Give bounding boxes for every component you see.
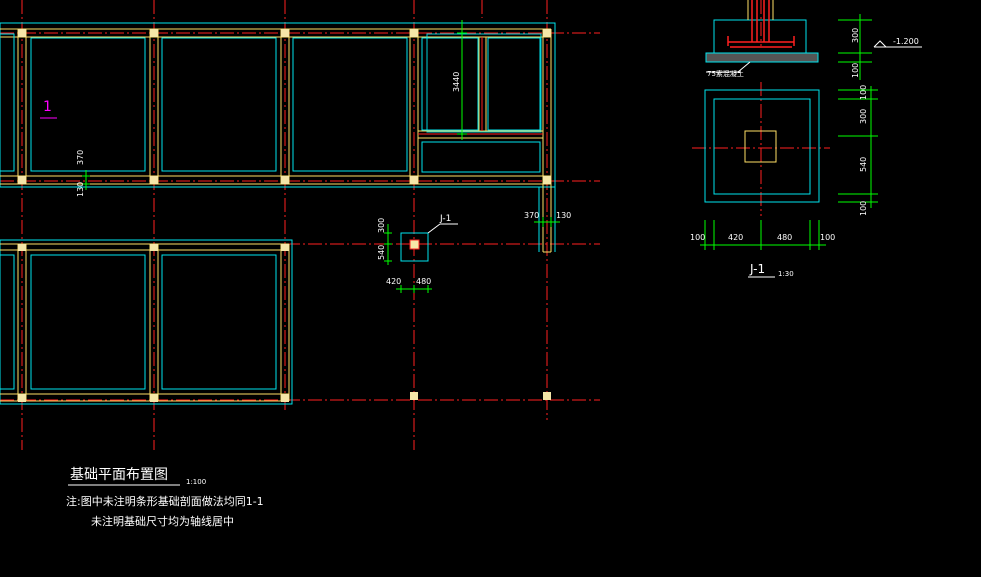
upper-foundation-walls — [0, 22, 556, 253]
lower-foundation-walls — [0, 239, 293, 405]
detail-title[interactable]: J-1 1:30 — [748, 262, 794, 278]
footing-j1-plan[interactable]: J-1 300 540 420 480 — [377, 214, 458, 293]
plan-dim-100-left: 100 — [690, 233, 705, 242]
plan-dimensions: 370 130 3440 370 130 — [76, 20, 571, 227]
detail-title-text: J-1 — [749, 262, 765, 276]
plan-dim-100-bottom: 100 — [859, 201, 868, 216]
drawing-title: 基础平面布置图 — [70, 466, 168, 483]
dim-130-right: 130 — [556, 211, 571, 220]
cushion-label: 75素混凝土 — [707, 69, 744, 78]
note-line-1: 注:图中未注明条形基础剖面做法均同1-1 — [66, 494, 264, 508]
note-line-2: 未注明基础尺寸均为轴线居中 — [91, 514, 234, 528]
plan-dim-100-top: 100 — [859, 85, 868, 100]
elevation-label: -1.200 — [893, 37, 919, 46]
section-marker-1[interactable]: 1 — [40, 99, 57, 119]
footing-tag-j1: J-1 — [439, 214, 451, 224]
detail-scale: 1:30 — [778, 270, 794, 278]
plan-dim-480: 480 — [777, 233, 792, 242]
j1-dim-420: 420 — [386, 277, 401, 286]
drawing-notes: 基础平面布置图 1:100 注:图中未注明条形基础剖面做法均同1-1 未注明基础… — [66, 466, 264, 528]
plan-dim-420: 420 — [728, 233, 743, 242]
j1-dim-540: 540 — [377, 245, 386, 260]
dim-370-right: 370 — [524, 211, 539, 220]
dim-370-left: 370 — [76, 150, 85, 165]
dim-130-left: 130 — [76, 182, 85, 197]
svg-text:1: 1 — [43, 99, 52, 115]
j1-section-view: 300 100 -1.200 75素混凝土 — [705, 0, 922, 80]
j1-dim-480: 480 — [416, 277, 431, 286]
axis-grid — [0, 0, 830, 450]
j1-plan-detail: 100 300 540 100 100 420 480 100 — [690, 85, 878, 250]
drawing-scale: 1:100 — [186, 478, 206, 486]
j1-dim-300: 300 — [377, 218, 386, 233]
plan-dim-100-right: 100 — [820, 233, 835, 242]
plan-dim-300: 300 — [859, 109, 868, 124]
plan-dim-540: 540 — [859, 157, 868, 172]
sec-dim-100: 100 — [851, 63, 860, 78]
dim-3440: 3440 — [452, 72, 461, 92]
sec-dim-300: 300 — [851, 28, 860, 43]
column-markers — [18, 29, 551, 402]
